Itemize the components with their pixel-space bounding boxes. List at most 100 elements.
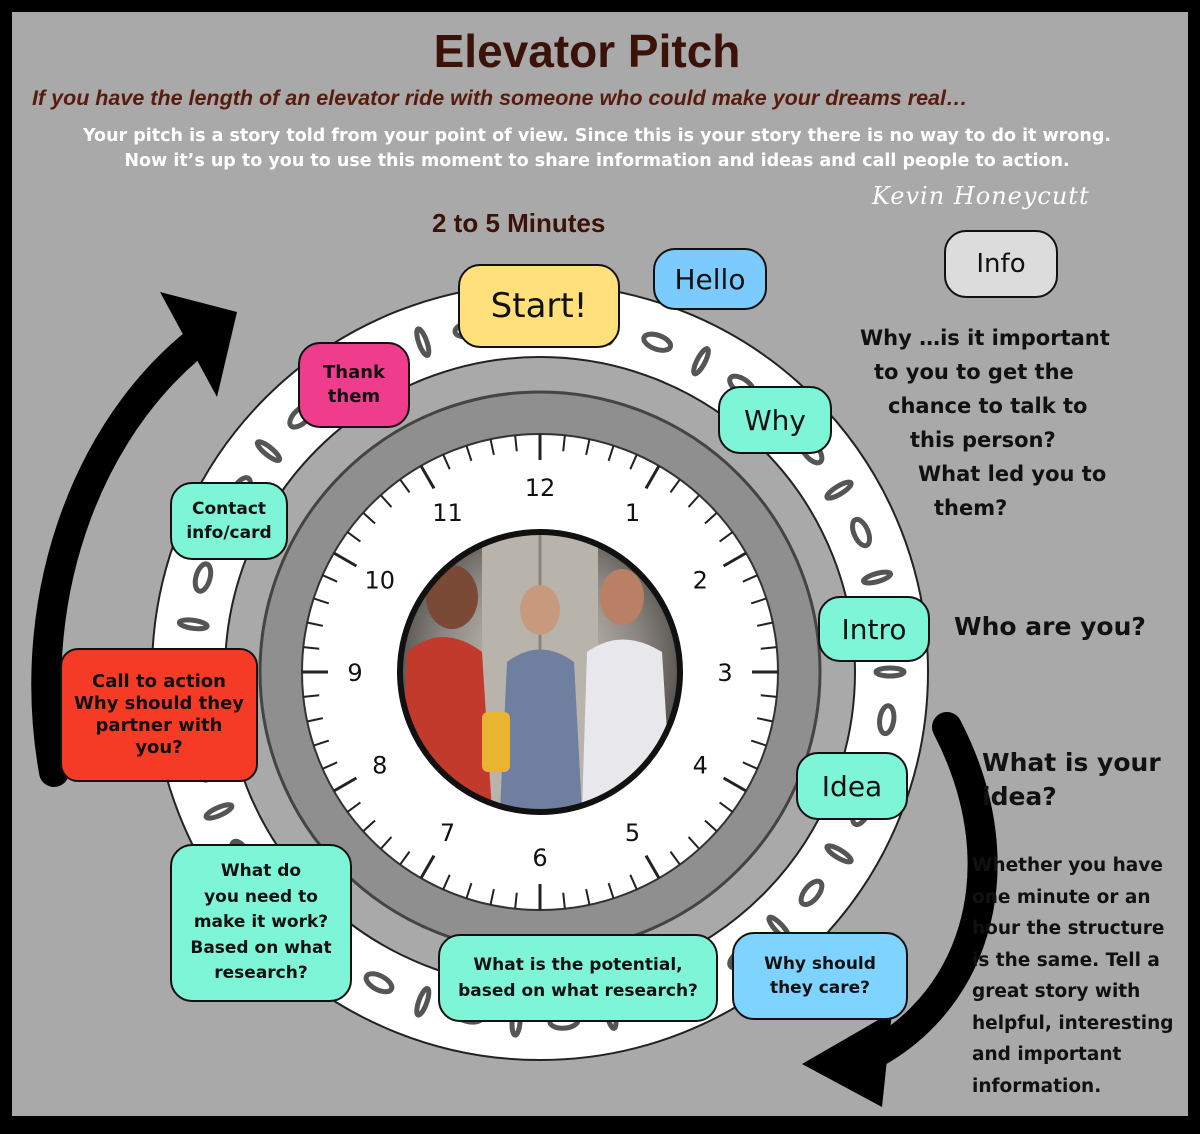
step-start[interactable]: Start! — [458, 264, 620, 348]
step-need-line: research? — [214, 963, 308, 984]
clock-tick — [719, 531, 734, 543]
clock-numeral: 12 — [525, 474, 556, 502]
duration-label: 2 to 5 Minutes — [432, 208, 606, 238]
elevator-photo — [400, 532, 680, 812]
clock-tick — [742, 761, 758, 770]
subtitle: If you have the length of an elevator ri… — [32, 86, 968, 110]
note-why-line: chance to talk to — [888, 394, 1088, 418]
note-why-line: Why …is it important — [860, 326, 1110, 350]
note-structure-line: hour the structure — [972, 918, 1165, 939]
clock-tick — [704, 819, 718, 832]
clock-tick — [750, 597, 767, 605]
clock-tick — [303, 646, 320, 650]
clock-tick — [756, 717, 774, 723]
clock-tick — [704, 512, 718, 525]
chain-link — [203, 802, 235, 821]
clock-tick — [322, 574, 338, 583]
info-label: Info — [976, 249, 1026, 279]
chain-link — [824, 843, 854, 865]
step-intro[interactable]: Intro — [818, 596, 930, 662]
chain-link — [860, 569, 894, 586]
note-structure-line: information. — [972, 1075, 1102, 1097]
clock-tick — [399, 851, 411, 866]
clock-tick — [380, 494, 393, 508]
note-why-line: them? — [934, 496, 1008, 520]
clock-tick — [669, 478, 681, 493]
intro-text: Your pitch is a story told from your poi… — [12, 124, 1182, 174]
note-why-line: this person? — [910, 428, 1056, 452]
author-signature: Kevin Honeycutt — [872, 182, 1090, 210]
step-thank-line: Thank — [322, 362, 386, 383]
step-need-line: What do — [220, 861, 302, 882]
step-idea[interactable]: Idea — [796, 752, 908, 820]
step-why-label: Why — [743, 403, 806, 437]
clock-tick — [585, 888, 591, 906]
step-potential-line: What is the potential, — [473, 955, 683, 975]
step-why[interactable]: Why — [718, 386, 832, 454]
step-call-line: partner with — [95, 715, 223, 736]
clock-tick — [346, 801, 361, 813]
step-contact-line: info/card — [186, 523, 272, 543]
step-need[interactable]: What do you need to make it work? Based … — [170, 844, 352, 1002]
clock-ticks — [302, 434, 778, 910]
clock-tick — [514, 435, 518, 452]
info-button[interactable]: Info — [944, 230, 1058, 298]
note-structure-line: one minute or an — [972, 886, 1151, 908]
clock-numeral: 8 — [372, 752, 387, 780]
clock-tick — [562, 435, 566, 452]
clock-tick — [585, 438, 591, 456]
clock-tick — [607, 445, 615, 462]
page-title: Elevator Pitch — [433, 25, 741, 77]
step-why-care-line: they care? — [769, 978, 871, 998]
clock-tick — [419, 854, 436, 879]
clock-tick — [722, 551, 747, 568]
left-cycle-arrow — [31, 312, 232, 787]
step-call-to-action[interactable]: Call to action Why should they partner w… — [60, 648, 258, 782]
clock-tick — [313, 597, 330, 605]
clock-tick — [607, 882, 615, 899]
clock-numeral: 2 — [693, 567, 708, 595]
step-need-line: make it work? — [193, 912, 329, 933]
left-arrowhead — [160, 292, 237, 397]
chain-link — [192, 561, 214, 594]
step-contact-line: Contact — [191, 499, 267, 519]
step-need-line: Based on what — [190, 937, 332, 958]
clock-numeral: 6 — [532, 844, 547, 872]
clock-tick — [489, 888, 495, 906]
clock-numeral: 10 — [365, 567, 396, 595]
chain-link — [641, 331, 674, 353]
right-cycle-arrow — [842, 712, 998, 1077]
clock-tick — [669, 851, 681, 866]
clock-tick — [742, 574, 758, 583]
note-structure-line: and important — [972, 1044, 1122, 1065]
clock-tick — [346, 531, 361, 543]
step-thank-line: them — [327, 386, 381, 407]
clock-tick — [465, 445, 473, 462]
clock-numeral: 9 — [347, 659, 362, 687]
note-idea-line: idea? — [982, 782, 1057, 811]
note-structure-line: great story with — [972, 981, 1141, 1002]
clock-tick — [756, 621, 774, 627]
right-arrowhead — [802, 1012, 892, 1107]
step-potential[interactable]: What is the potential, based on what res… — [438, 934, 718, 1022]
step-hello-label: Hello — [674, 262, 746, 296]
photo-border — [397, 529, 683, 815]
step-why-care[interactable]: Why should they care? — [732, 932, 908, 1020]
note-structure: Whether you have one minute or an hour t… — [972, 850, 1174, 1102]
chain-link — [176, 617, 210, 632]
note-structure-line: helpful, interesting — [972, 1012, 1174, 1034]
clock-tick — [399, 478, 411, 493]
step-why-care-line: Why should — [764, 954, 876, 974]
clock-tick — [514, 892, 518, 909]
step-contact[interactable]: Contact info/card — [170, 482, 288, 560]
clock-tick — [760, 646, 777, 650]
clock-numeral: 7 — [440, 819, 455, 847]
chain-link — [414, 326, 432, 358]
clock-tick — [380, 836, 393, 850]
step-start-label: Start! — [490, 286, 588, 326]
note-idea-line: What is your — [982, 748, 1161, 777]
step-need-line: you need to — [204, 886, 318, 907]
clock-tick — [562, 892, 566, 909]
step-thank[interactable]: Thank them — [298, 342, 410, 428]
step-hello[interactable]: Hello — [653, 248, 767, 310]
